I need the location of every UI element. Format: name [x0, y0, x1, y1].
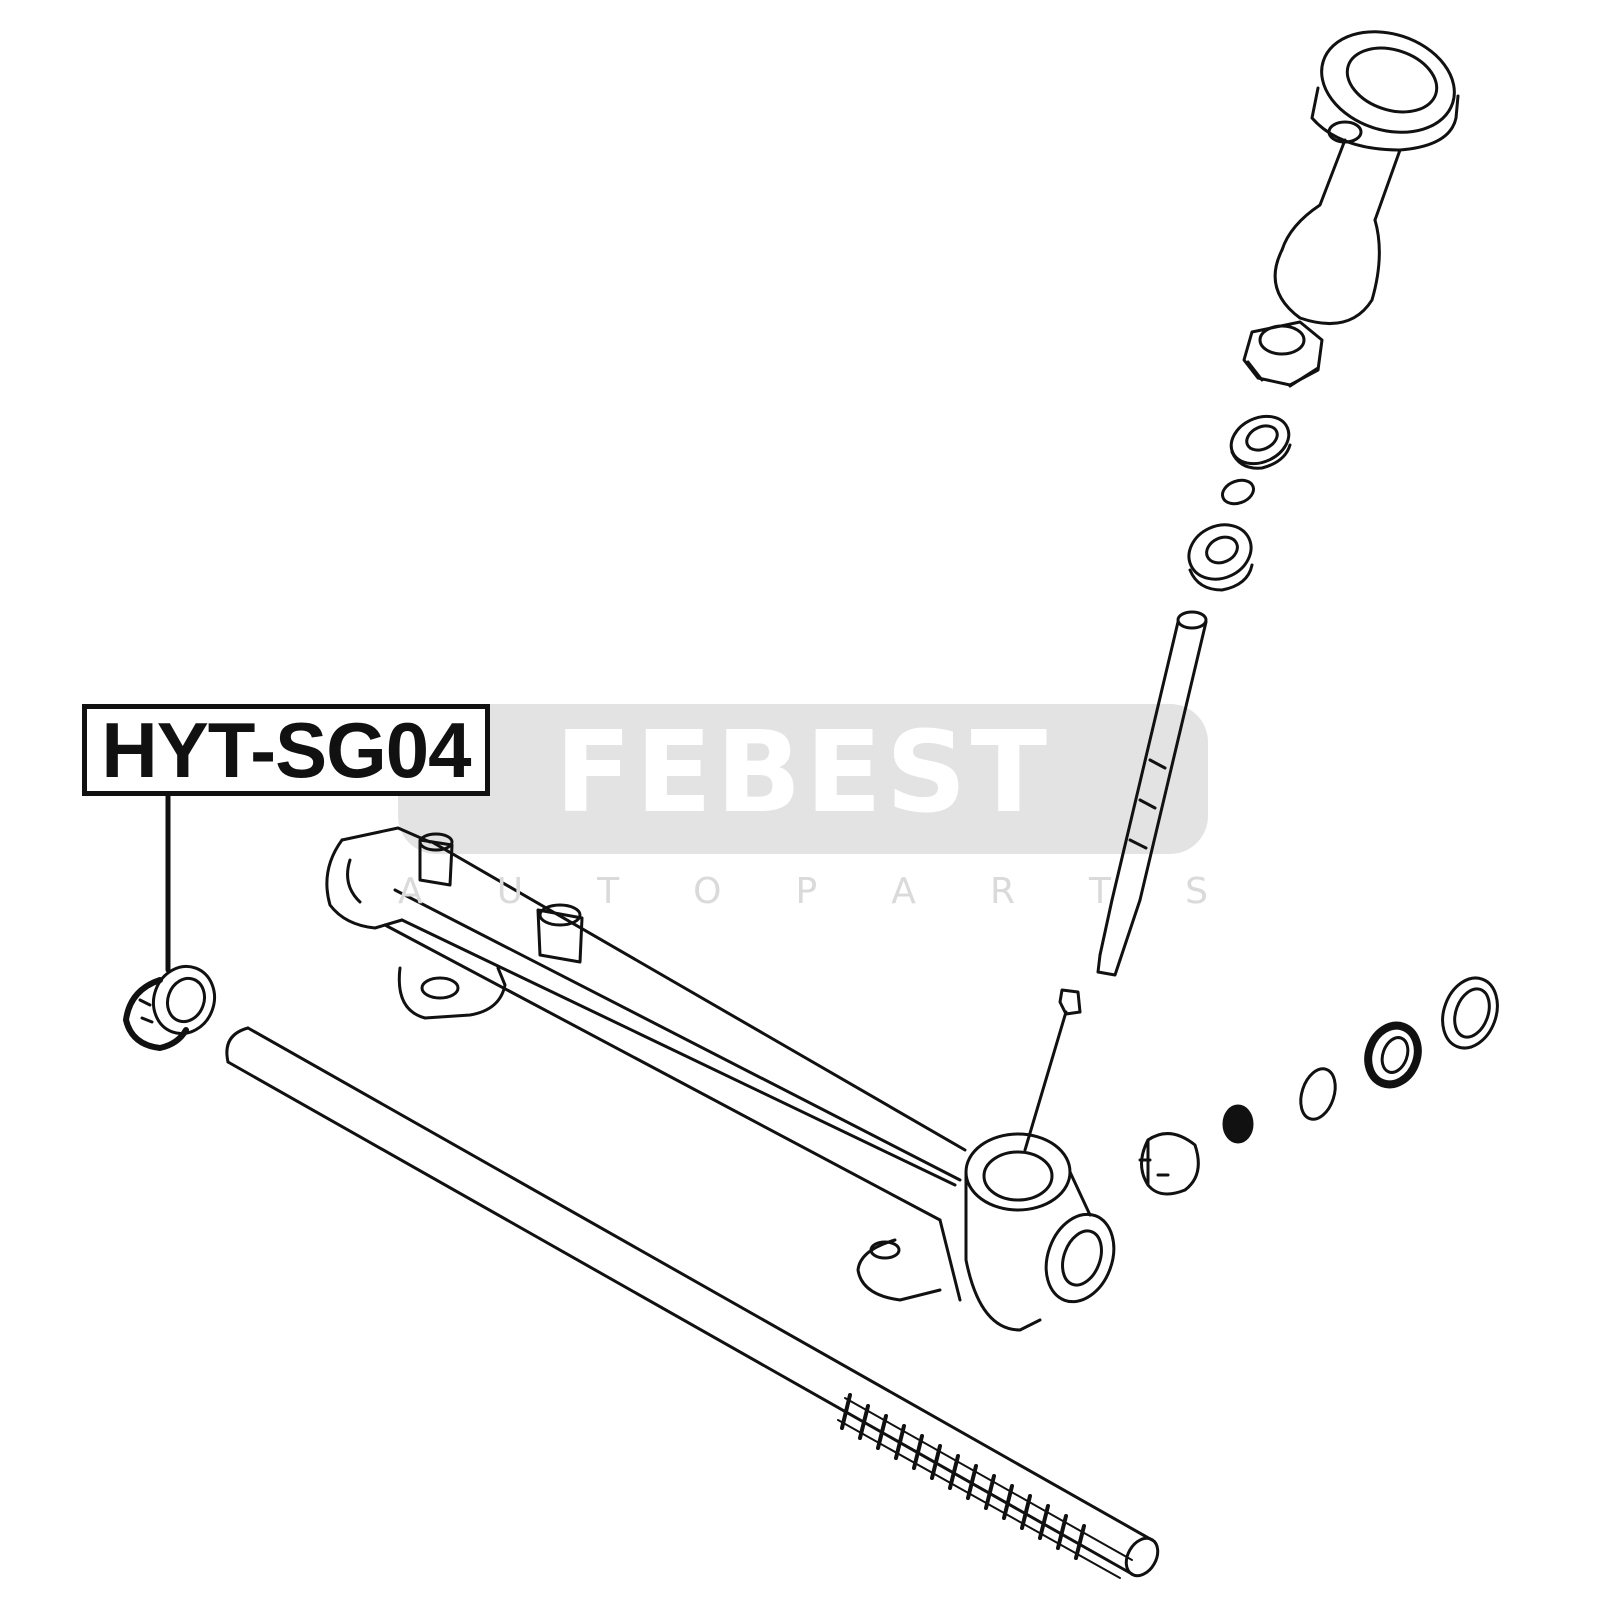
seal-part [1187, 523, 1254, 592]
part-number-label: HYT-SG04 [82, 704, 490, 796]
dust-cover-part [1273, 30, 1460, 326]
o-ring-part [1299, 1067, 1337, 1121]
watermark-letter: T [1089, 871, 1112, 912]
rack-housing-part [325, 826, 1116, 1332]
watermark-band [398, 704, 1208, 854]
watermark-tagline: A U T O P A R T S [398, 870, 1208, 914]
rack-guide-part [1138, 1132, 1200, 1196]
watermark-letter: R [989, 871, 1015, 912]
small-ring-part [1221, 478, 1255, 506]
rack-bar-part [225, 1026, 1160, 1579]
watermark-brand: FEBEST [555, 708, 1051, 838]
watermark-letter: T [597, 871, 620, 912]
watermark-letter: A [398, 871, 423, 912]
adjuster-cap-part [1441, 976, 1499, 1050]
watermark-letter: A [891, 871, 916, 912]
washer-part [1229, 414, 1292, 470]
pin-part [1023, 988, 1082, 1152]
watermark-letter: O [693, 871, 722, 912]
watermark-letter: P [795, 871, 818, 912]
nut-part [1242, 320, 1324, 388]
spring-part [1222, 1104, 1254, 1144]
watermark-letter: U [496, 871, 524, 912]
pinion-shaft-part [1096, 610, 1208, 977]
watermark-letter: S [1185, 871, 1208, 912]
lock-nut-part [1364, 1021, 1422, 1089]
bushing-part-hyt-sg04 [123, 964, 216, 1051]
